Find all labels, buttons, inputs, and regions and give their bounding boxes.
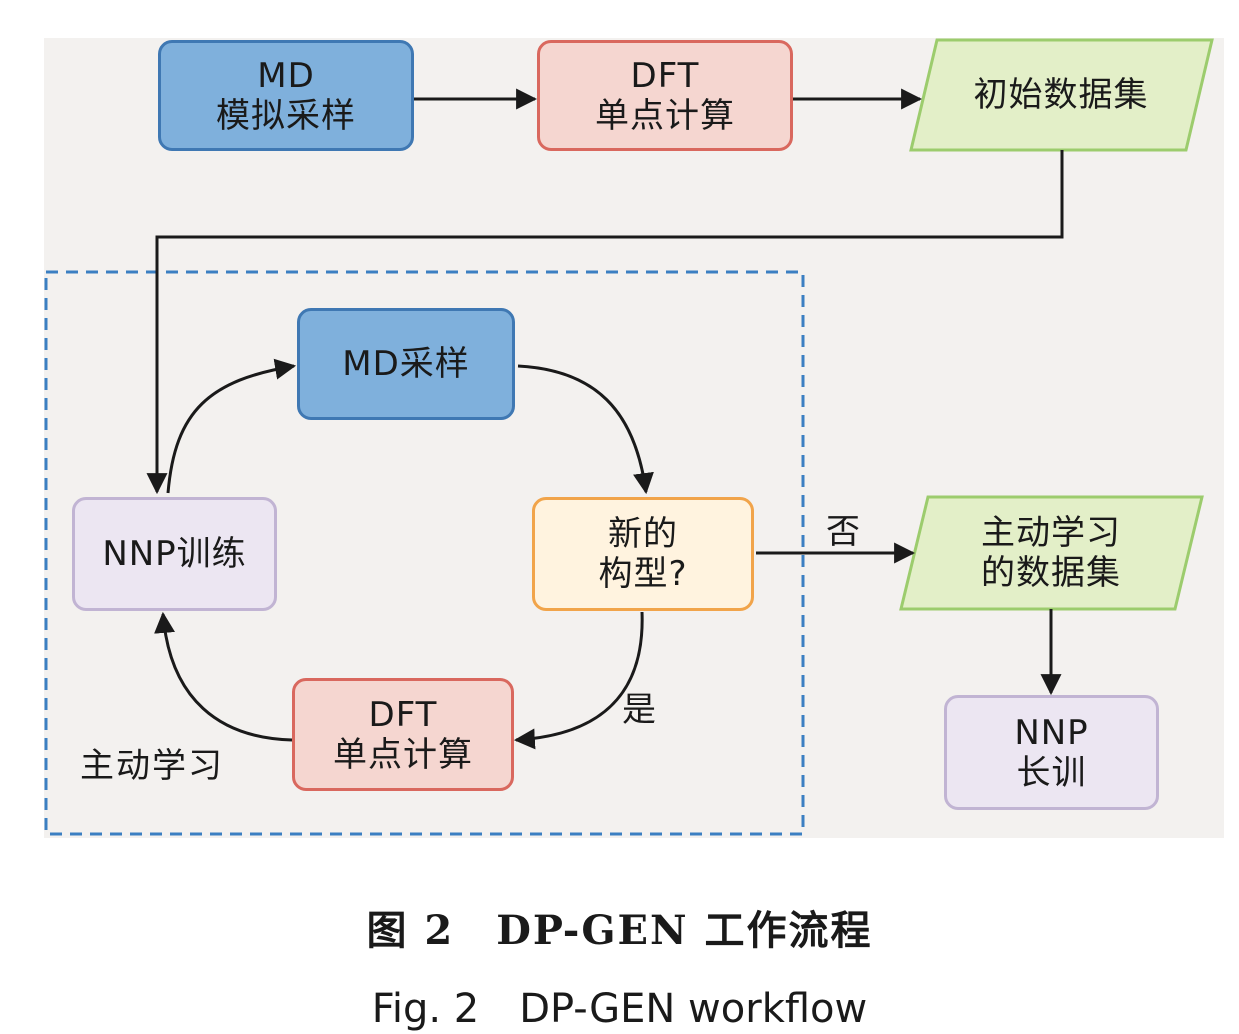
md-sampling-node: MD 模拟采样 bbox=[158, 40, 414, 151]
arrow-new-config-to-dft bbox=[513, 611, 644, 750]
initial-dataset-shape bbox=[909, 38, 1214, 152]
new-config-decision-node: 新的 构型? bbox=[532, 497, 754, 611]
dft-loop-line1: DFT bbox=[368, 694, 438, 735]
new-config-line1: 新的 bbox=[608, 514, 678, 554]
new-config-line2: 构型? bbox=[598, 554, 688, 594]
figure-caption-cn: 图 2 DP-GEN 工作流程 bbox=[366, 907, 873, 954]
md-sampling-line1: MD bbox=[257, 55, 315, 96]
md-sample-loop-node: MD采样 bbox=[297, 308, 515, 420]
initial-dataset-label: 初始数据集 bbox=[973, 75, 1149, 115]
figure-caption-en: Fig. 2 DP-GEN workflow bbox=[371, 986, 868, 1032]
dft-loop-node: DFT 单点计算 bbox=[292, 678, 514, 791]
active-dataset-line1: 主动学习 bbox=[981, 513, 1121, 553]
active-dataset-node: 主动学习 的数据集 bbox=[920, 497, 1182, 609]
nnp-training-label: NNP训练 bbox=[102, 534, 247, 574]
active-dataset-line2: 的数据集 bbox=[981, 553, 1121, 593]
yes-edge-label: 是 bbox=[622, 690, 658, 730]
nnp-training-node: NNP训练 bbox=[72, 497, 277, 611]
dft-loop-line2: 单点计算 bbox=[333, 734, 473, 775]
no-edge-label: 否 bbox=[826, 512, 862, 552]
active-learning-region-label: 主动学习 bbox=[80, 746, 224, 786]
nnp-long-line1: NNP bbox=[1014, 712, 1089, 753]
arrow-dft-to-nnp bbox=[154, 611, 293, 742]
arrow-md-to-new-config bbox=[517, 364, 654, 495]
nnp-long-line2: 长训 bbox=[1016, 752, 1087, 793]
arrow-nnp-to-md bbox=[166, 358, 297, 494]
dft-single-point-node: DFT 单点计算 bbox=[537, 40, 793, 151]
arrow-initial-dataset-to-nnp bbox=[146, 150, 1064, 495]
nnp-long-training-node: NNP 长训 bbox=[944, 695, 1159, 810]
md-sample-loop-label: MD采样 bbox=[342, 344, 470, 384]
active-dataset-shape bbox=[899, 495, 1204, 611]
dft-single-point-line2: 单点计算 bbox=[595, 95, 735, 136]
dft-single-point-line1: DFT bbox=[630, 55, 700, 96]
initial-dataset-node: 初始数据集 bbox=[930, 40, 1192, 150]
md-sampling-line2: 模拟采样 bbox=[216, 95, 356, 136]
